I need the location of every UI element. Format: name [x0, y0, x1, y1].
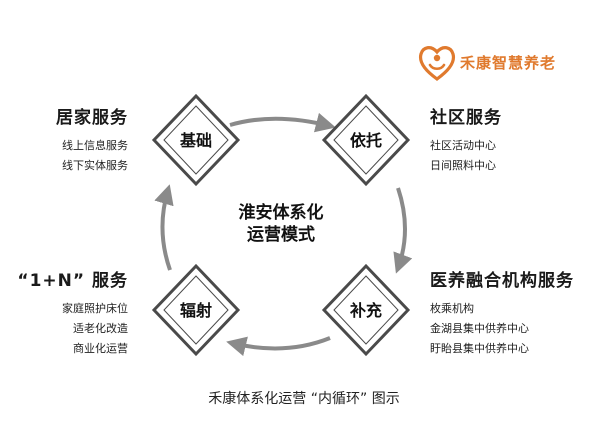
arrow-fushe-to-jichu: [154, 184, 174, 271]
node-jichu-label: 基础: [179, 131, 212, 150]
arrow-buchong-to-fushe: [226, 336, 331, 357]
section-one-plus-n-item: 家庭照护床位: [62, 302, 128, 315]
section-home-item: 线上信息服务: [62, 139, 128, 152]
section-medical-item: 金湖县集中供养中心: [430, 322, 529, 335]
section-home: 居家服务 线上信息服务 线下实体服务: [20, 103, 128, 176]
section-medical-title: 医养融合机构服务: [430, 271, 574, 291]
section-medical: 医养融合机构服务 枚乘机构 金湖县集中供养中心 盱眙县集中供养中心: [430, 266, 574, 359]
section-community-item: 社区活动中心: [430, 139, 496, 152]
section-home-title: 居家服务: [56, 108, 128, 128]
section-community: 社区服务 社区活动中心 日间照料中心: [430, 103, 502, 176]
figure-caption: 禾康体系化运营 “内循环” 图示: [208, 391, 400, 407]
heart-logo-icon: [418, 46, 456, 81]
section-community-title: 社区服务: [430, 108, 502, 128]
node-buchong: 补充: [321, 263, 411, 357]
center-title-line2: 运营模式: [247, 225, 315, 245]
section-one-plus-n-item: 商业化运营: [73, 342, 128, 355]
section-community-item: 日间照料中心: [430, 159, 496, 172]
brand-name: 禾康智慧养老: [460, 54, 557, 72]
node-yituo-label: 依托: [350, 131, 382, 150]
section-home-item: 线下实体服务: [62, 159, 128, 172]
section-one-plus-n-title: “1+N” 服务: [17, 271, 128, 291]
section-medical-item: 枚乘机构: [430, 302, 474, 315]
node-fushe-label: 辐射: [180, 301, 212, 320]
section-one-plus-n-item: 适老化改造: [73, 322, 128, 335]
center-title: 淮安体系化 运营模式: [221, 202, 341, 246]
center-title-line1: 淮安体系化: [238, 203, 324, 223]
node-jichu: 基础: [151, 93, 241, 187]
arrow-yituo-to-buchong: [393, 187, 413, 274]
section-medical-item: 盱眙县集中供养中心: [430, 342, 529, 355]
arrow-jichu-to-yituo: [229, 112, 336, 133]
node-fushe: 辐射: [151, 263, 241, 357]
node-buchong-label: 补充: [349, 301, 382, 320]
node-yituo: 依托: [321, 93, 411, 187]
section-one-plus-n: “1+N” 服务 家庭照护床位 适老化改造 商业化运营: [10, 266, 128, 359]
